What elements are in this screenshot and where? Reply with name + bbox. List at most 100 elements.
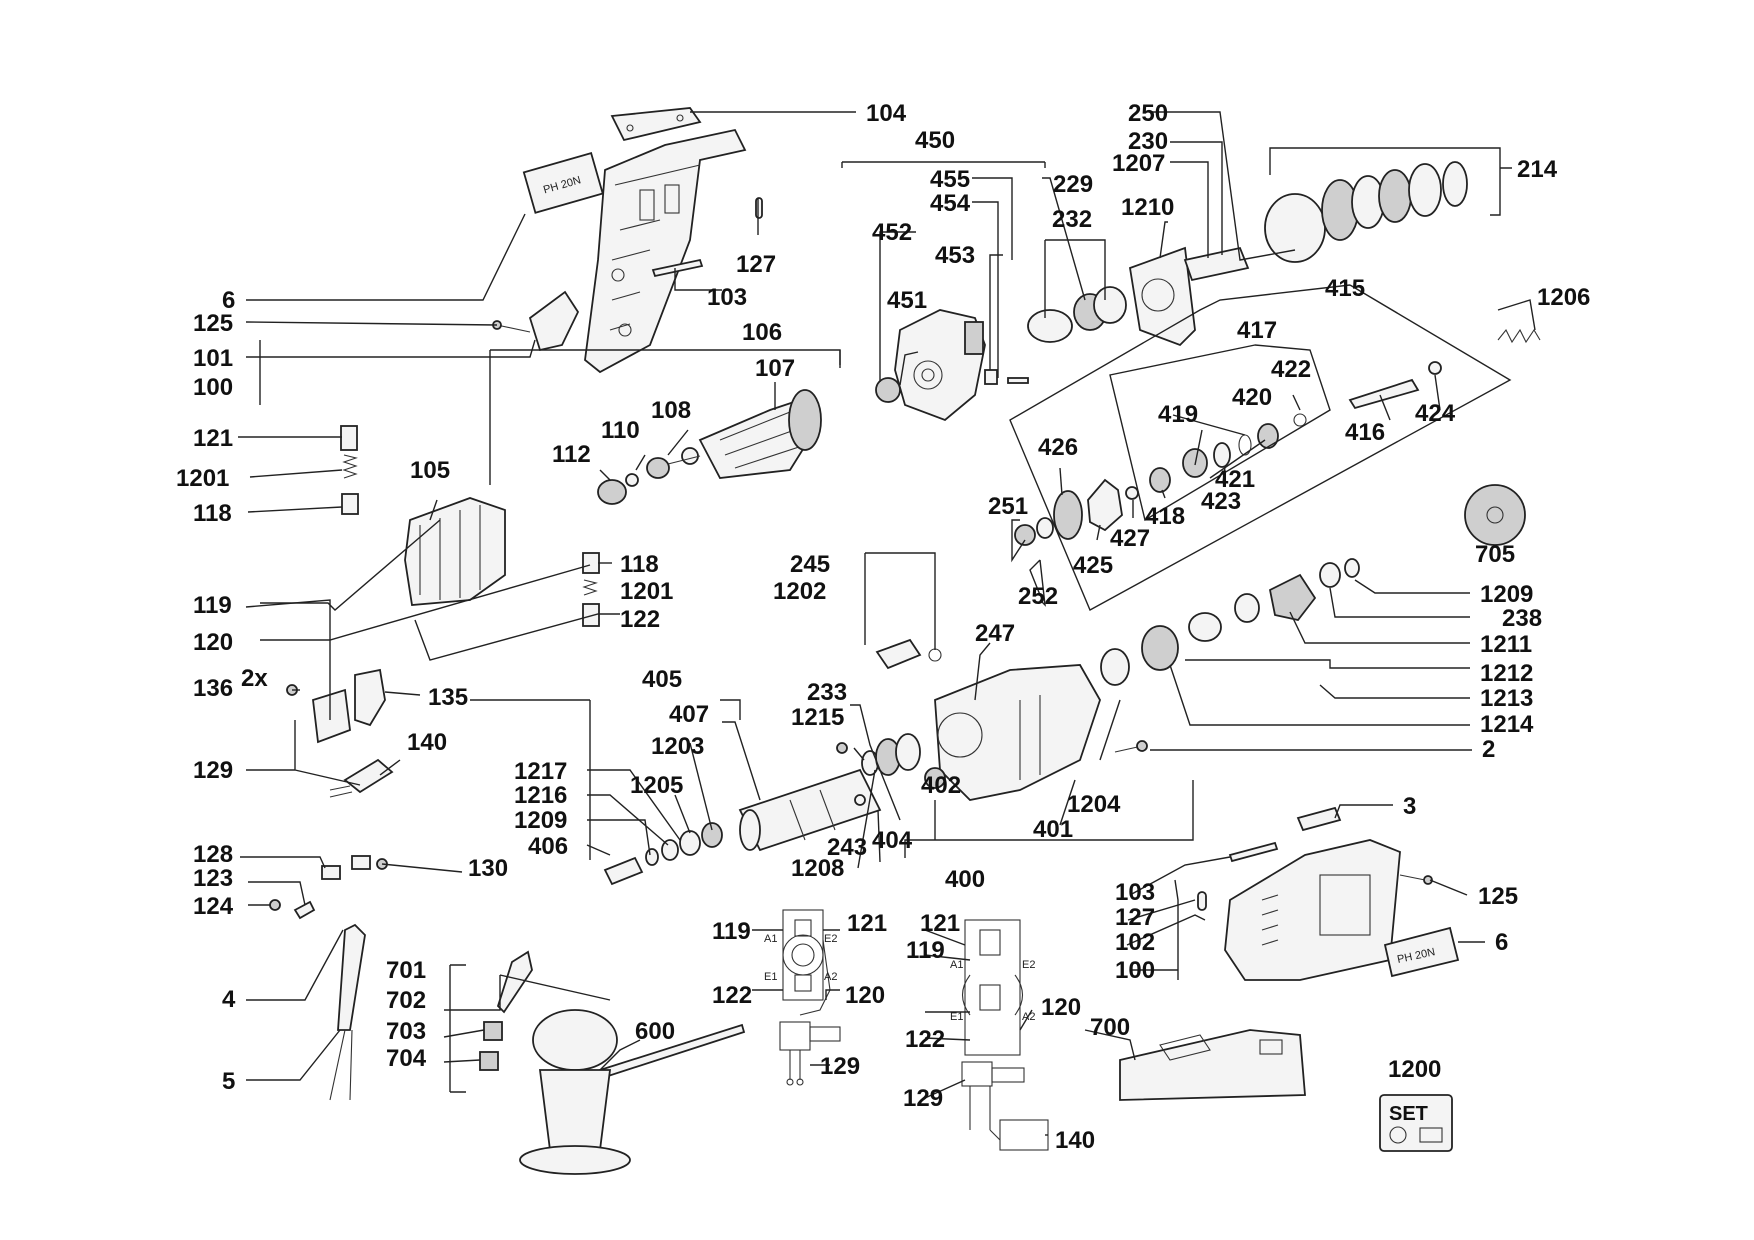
part-label: 404: [872, 827, 913, 854]
part-label: 1206: [1537, 284, 1590, 311]
part-label: 1201: [620, 578, 673, 605]
holder-118b: [582, 552, 600, 574]
part-label: 425: [1073, 552, 1113, 579]
part-label: 417: [1237, 317, 1277, 344]
part-label: 2x: [241, 665, 268, 692]
part-label: 1217: [514, 758, 567, 785]
piston-407: [738, 768, 882, 852]
part-label: 129: [820, 1053, 860, 1080]
leader-lines: [238, 111, 1536, 1136]
part-label: 1203: [651, 733, 704, 760]
part-label: 125: [1478, 883, 1518, 910]
housing-half-left: [584, 128, 747, 374]
part-label: 129: [193, 757, 233, 784]
pin-127b: [1197, 891, 1207, 911]
cover-plate-104: [610, 107, 702, 142]
part-label: 1215: [791, 704, 844, 731]
grip-part-101: [528, 290, 580, 352]
part-label: 427: [1110, 525, 1150, 552]
pin-454: [1007, 377, 1029, 384]
chuck-assembly-214: [1264, 161, 1468, 263]
part-label: 451: [887, 287, 927, 314]
part-label: 1201: [176, 465, 229, 492]
part-label: 140: [407, 729, 447, 756]
bearings-232: [1027, 286, 1127, 343]
part-label: 402: [921, 772, 961, 799]
part-label: 1205: [630, 772, 683, 799]
part-label: 125: [193, 310, 233, 337]
part-label: 107: [755, 355, 795, 382]
ring-1204: [1100, 648, 1130, 686]
part-label: 247: [975, 620, 1015, 647]
part-label: 140: [1055, 1127, 1095, 1154]
suppressor-140: [329, 758, 394, 798]
part-label: 233: [807, 679, 847, 706]
part-label: 6: [222, 287, 235, 314]
part-label: 122: [620, 606, 660, 633]
part-label: 252: [1018, 583, 1058, 610]
screw-125b: [1399, 874, 1433, 885]
part-label: 105: [410, 457, 450, 484]
carry-case-700: [1119, 1029, 1306, 1101]
part-label: 100: [1115, 957, 1155, 984]
part-label: 1212: [1480, 660, 1533, 687]
ring-243: [854, 794, 866, 806]
armature-107: [659, 389, 822, 479]
part-label: 120: [1041, 994, 1081, 1021]
part-label: 4: [222, 986, 236, 1013]
part-label: 419: [1158, 401, 1198, 428]
bearings-251-252: [1014, 517, 1054, 546]
wiring-diagram-right: A1 E2 E1 A2: [950, 919, 1049, 1151]
part-label: 406: [528, 833, 568, 860]
part-label: 422: [1271, 356, 1311, 383]
part-label: 418: [1145, 503, 1185, 530]
part-label: 450: [915, 127, 955, 154]
svg-text:A1: A1: [764, 933, 777, 945]
svg-text:E2: E2: [1022, 959, 1035, 971]
part-label: 214: [1517, 156, 1558, 183]
gear-402: [924, 767, 946, 789]
part-label: 119: [712, 918, 751, 945]
part-label: 120: [845, 982, 885, 1009]
part-label: 424: [1415, 400, 1456, 427]
model-plate-bottom: PH 20N: [1383, 926, 1460, 978]
screw-124: [269, 899, 281, 911]
part-label: 135: [428, 684, 468, 711]
part-label: 230: [1128, 128, 1168, 155]
bearing-112: [597, 479, 627, 505]
part-label: 701: [386, 957, 426, 984]
part-label: 455: [930, 166, 970, 193]
model-plate-top: PH 20N: [522, 152, 604, 214]
insert-703: [483, 1021, 503, 1041]
part-label: 130: [468, 855, 508, 882]
bearing-421: [1257, 423, 1279, 449]
sleeve-1211: [1268, 573, 1317, 622]
part-label: 243: [827, 834, 867, 861]
svg-text:SET: SET: [1389, 1103, 1428, 1125]
part-label: 102: [1115, 929, 1155, 956]
shaft-416: [1348, 378, 1420, 410]
wiring-diagram-left: A1 E2 E1 A2: [764, 909, 841, 1086]
part-label: 119: [906, 937, 945, 964]
bearing-108: [646, 457, 670, 479]
brush-121: [340, 425, 358, 451]
ring-1209b: [645, 848, 659, 866]
svg-text:E2: E2: [824, 933, 837, 945]
washer-424: [1428, 361, 1442, 375]
cable-guard-4: [337, 923, 366, 1031]
part-label: 238: [1502, 605, 1542, 632]
part-label: 1208: [791, 855, 844, 882]
holder-118: [341, 493, 359, 515]
part-label: 703: [386, 1018, 426, 1045]
part-label: 128: [193, 841, 233, 868]
clamp-128: [321, 855, 371, 880]
chisel-701: [496, 950, 533, 1014]
part-label: 421: [1215, 466, 1255, 493]
part-label: 101: [193, 345, 233, 372]
part-label: 232: [1052, 206, 1092, 233]
part-label: 121: [193, 425, 233, 452]
part-label: 705: [1475, 541, 1515, 568]
gear-flange-1210: [1128, 246, 1250, 347]
part-label: 454: [930, 190, 971, 217]
part-label: 112: [552, 441, 591, 468]
